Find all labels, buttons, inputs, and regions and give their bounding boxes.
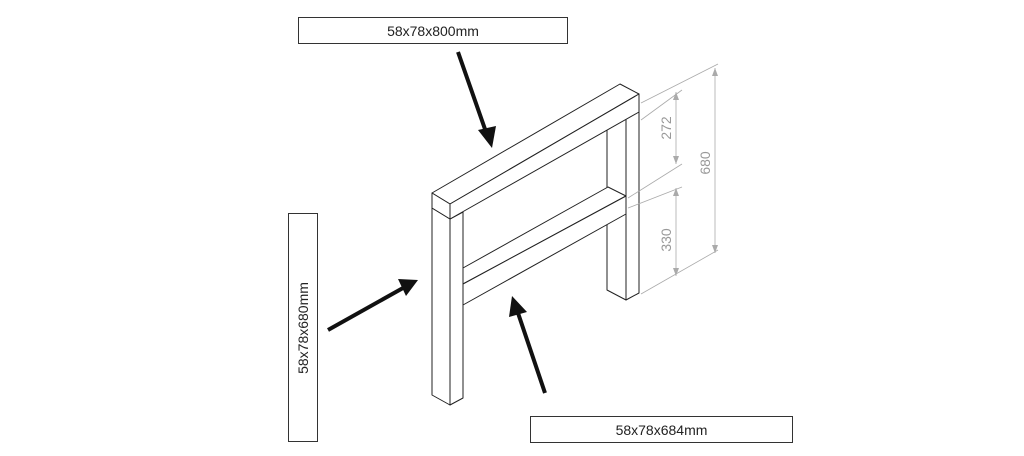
dimension-272: 272 — [658, 116, 674, 140]
top-rail-label: 58x78x800mm — [298, 17, 568, 44]
dimension-330: 330 — [658, 228, 674, 252]
middle-rail — [462, 186, 627, 306]
arrow-leg — [327, 286, 404, 332]
arrow-top-rail — [456, 51, 488, 133]
dimension-680: 680 — [697, 151, 713, 175]
leg-label: 58x78x680mm — [288, 213, 318, 442]
dimension-arrowheads — [673, 68, 718, 276]
arrowhead-icon — [478, 126, 496, 148]
arrowhead-icon — [509, 296, 527, 317]
dimension-lines — [627, 63, 719, 295]
arrow-middle-rail — [516, 312, 547, 394]
arrowhead-icon — [398, 279, 418, 296]
pointer-arrows — [327, 51, 547, 394]
left-leg — [431, 207, 464, 406]
middle-rail-label: 58x78x684mm — [530, 416, 793, 443]
top-rail — [431, 83, 640, 220]
